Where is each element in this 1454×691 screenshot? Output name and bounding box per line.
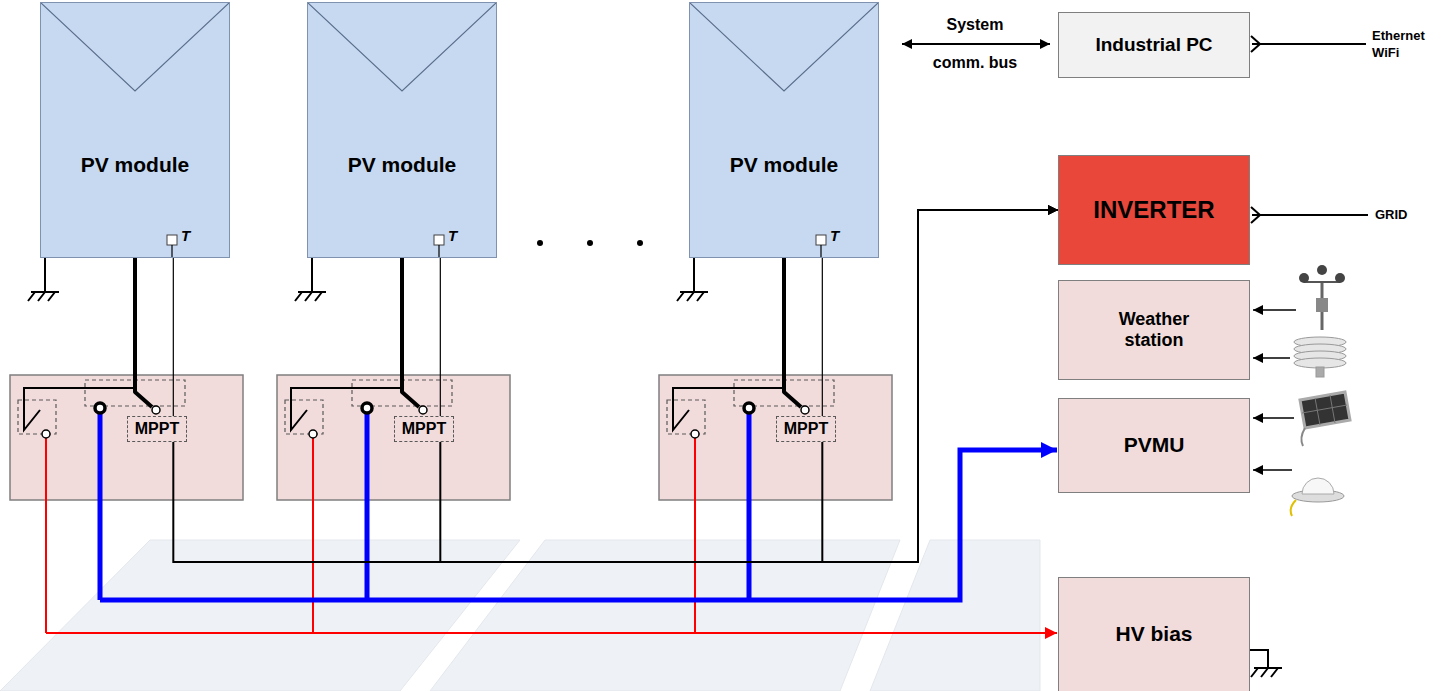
pvmu-box: PVMU xyxy=(1058,398,1250,493)
sensor-wire xyxy=(173,258,174,416)
pv-module-lines xyxy=(308,3,496,91)
junction-box xyxy=(10,375,892,500)
node-text: Industrial PC xyxy=(1095,34,1212,56)
hv-bias-box: HV bias xyxy=(1058,577,1250,691)
node-text: Weather station xyxy=(1099,309,1209,350)
ellipsis-dots xyxy=(537,240,643,246)
node-text: PV module xyxy=(730,153,839,177)
pyranometer-icon xyxy=(1291,478,1344,516)
temperature-sensor xyxy=(434,235,444,245)
pv-module-box: PV module xyxy=(40,2,230,258)
temperature-sensor xyxy=(167,235,177,245)
pv-module-face xyxy=(308,3,496,257)
sensor-lead xyxy=(820,245,821,257)
pv-module-box: PV module xyxy=(689,2,879,258)
network-line xyxy=(1251,36,1366,52)
pv-module-box: PV module xyxy=(307,2,497,258)
red-bias-wire xyxy=(46,438,1057,633)
blue-measure-wire xyxy=(100,413,1057,600)
inverter-box: INVERTER xyxy=(1058,155,1250,265)
pv-module-face xyxy=(690,3,878,257)
temperature-sensor xyxy=(816,235,826,245)
node-text: MPPT xyxy=(402,421,446,437)
mppt-box: MPPT xyxy=(394,416,454,442)
comm-bus-arrow xyxy=(902,43,1050,45)
sensor-tag: T xyxy=(830,228,839,243)
sensor-wire xyxy=(822,258,823,416)
switch-contacts xyxy=(42,403,809,438)
sensor-tag: T xyxy=(181,228,190,243)
pv-module-lines xyxy=(41,3,229,91)
sensor-lead xyxy=(171,245,172,257)
grid-label: GRID xyxy=(1375,206,1408,223)
sensor-wire xyxy=(440,258,441,416)
radiation-shield-icon xyxy=(1294,337,1346,377)
pv-output-line xyxy=(135,258,801,407)
dc-bus-wire xyxy=(822,210,1058,562)
node-text: PVMU xyxy=(1124,433,1185,457)
grid-line xyxy=(1251,207,1368,223)
anemometer-icon xyxy=(1299,265,1345,330)
sensor-arrows xyxy=(1253,310,1296,470)
reference-cell-icon xyxy=(1300,392,1350,446)
mppt-box: MPPT xyxy=(776,416,836,442)
pv-module-lines xyxy=(690,3,878,91)
node-text: PV module xyxy=(81,153,190,177)
dc-bus-wire xyxy=(440,210,1058,562)
node-text: INVERTER xyxy=(1093,196,1214,224)
pv-module-face xyxy=(41,3,229,257)
sensor-tag: T xyxy=(448,228,457,243)
pc-box: Industrial PC xyxy=(1058,12,1250,78)
weather-box: Weather station xyxy=(1058,280,1250,380)
node-text: HV bias xyxy=(1115,622,1192,646)
network-label: Ethernet WiFi xyxy=(1372,27,1444,61)
node-text: MPPT xyxy=(784,421,828,437)
node-text: MPPT xyxy=(135,421,179,437)
bus-label: System comm. bus xyxy=(925,6,1025,82)
mppt-box: MPPT xyxy=(127,416,187,442)
dc-bus-wire xyxy=(173,210,1058,562)
node-text: PV module xyxy=(348,153,457,177)
sensor-lead xyxy=(438,245,439,257)
